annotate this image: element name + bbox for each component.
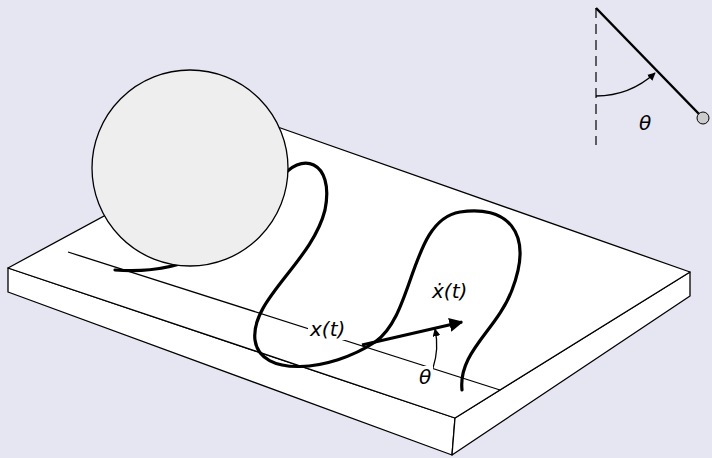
angle-label: θ xyxy=(417,366,433,388)
velocity-arrow xyxy=(362,322,462,345)
position-label: x(t) xyxy=(308,318,347,340)
pendulum-angle-label: θ xyxy=(637,112,653,134)
angle-arc xyxy=(433,329,437,368)
reference-line xyxy=(68,252,500,390)
ball xyxy=(92,70,288,266)
velocity-label: ẋ(t) xyxy=(430,280,469,302)
pendulum-inset xyxy=(596,8,709,145)
